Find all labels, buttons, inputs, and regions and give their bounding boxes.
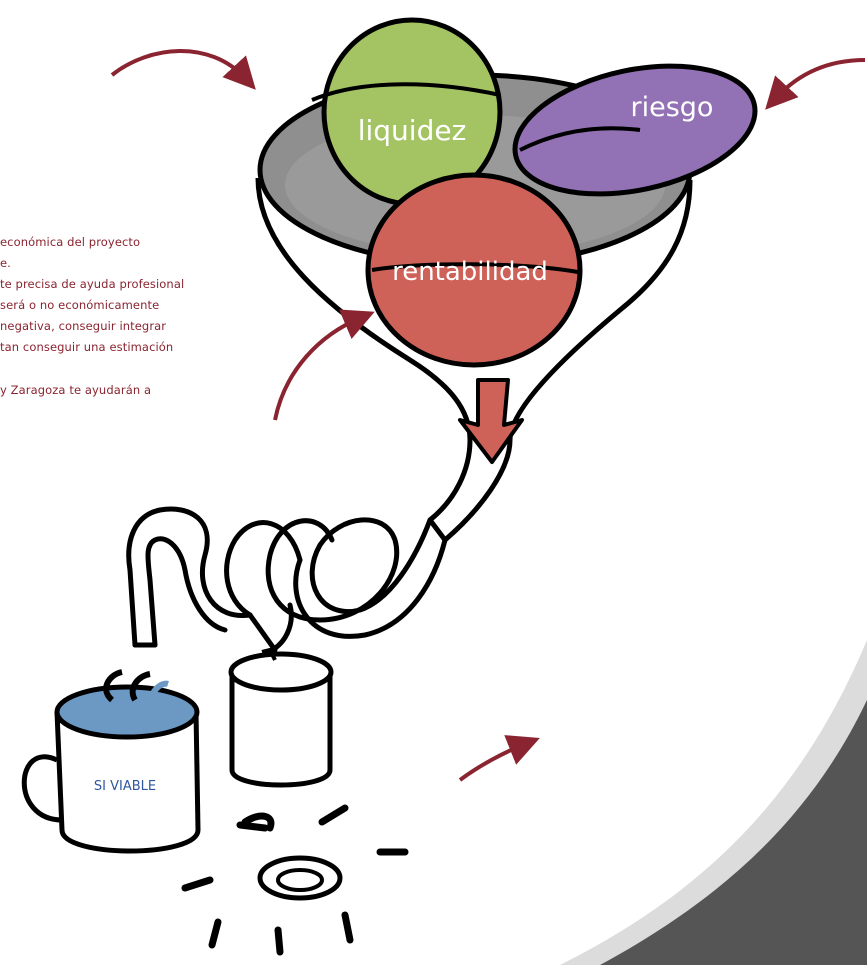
text-line: será o no económicamente [0, 298, 160, 312]
text-line: te precisa de ayuda profesional [0, 277, 185, 291]
curved-arrow-icon [273, 309, 375, 421]
text-line: e. [0, 256, 11, 270]
down-arrow-icon [458, 378, 524, 464]
description-text: económica del proyecto e. te precisa de … [0, 232, 230, 401]
coffee-mug-icon [21, 669, 201, 854]
profitability-bubble [365, 172, 583, 368]
text-line: negativa, conseguir integrar [0, 319, 167, 333]
curved-arrow-icon [765, 58, 866, 110]
risk-label: riesgo [631, 92, 714, 123]
curved-arrow-icon [458, 735, 540, 782]
text-line: y Zaragoza te ayudarán a [0, 383, 152, 397]
coiled-tube [126, 506, 448, 655]
cup-icon [228, 647, 334, 788]
profitability-label: rentabilidad [392, 257, 548, 287]
corner-band [595, 690, 867, 965]
curved-arrow-icon [110, 49, 256, 90]
text-line: económica del proyecto [0, 235, 141, 249]
text-line [0, 358, 230, 380]
mug-label: SI VIABLE [94, 779, 156, 794]
spill-marks [181, 804, 409, 956]
text-line: tan conseguir una estimación [0, 340, 174, 354]
liquidity-label: liquidez [358, 114, 467, 147]
